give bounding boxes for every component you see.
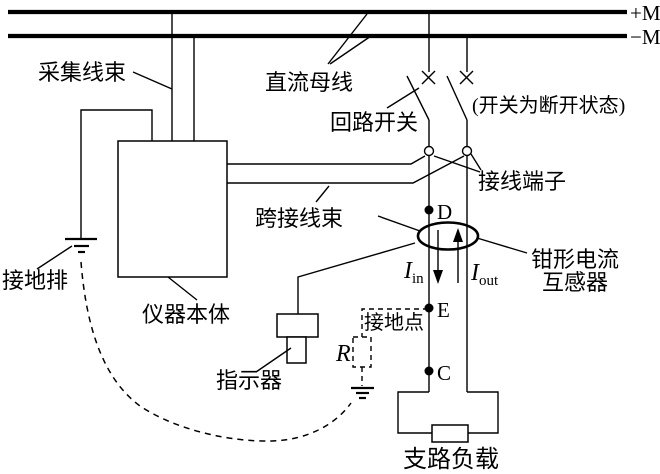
clamp-ct-jaw-ellipse xyxy=(416,221,480,251)
clamp-ct: 钳形电流 互感器 Iin Iout xyxy=(297,215,619,314)
loop-switch-label: 回路开关 xyxy=(330,110,418,135)
jumper-harness-label: 跨接线束 xyxy=(255,206,343,231)
dc-bus-leader-top xyxy=(327,13,368,65)
switch-state-note: (开关为断开状态) xyxy=(472,94,625,117)
collection-harness-leader xyxy=(132,71,173,90)
ground-point-label: 接地点 xyxy=(364,311,424,334)
clamp-ct-label-line1: 钳形电流 xyxy=(531,247,619,272)
terminal-label: 接线端子 xyxy=(478,169,566,194)
ground-equipotential-dashed-link xyxy=(80,261,352,442)
instrument-body-leader xyxy=(167,276,198,301)
dc-bus-leader-bottom xyxy=(329,35,372,65)
branch-load: 支路负载 xyxy=(397,391,499,473)
jumper-harness: 跨接线束 xyxy=(227,155,465,231)
instrument-body-box xyxy=(117,140,228,278)
indicator-label: 指示器 xyxy=(216,368,282,393)
dc-bus-bars: +M −M 直流母线 xyxy=(8,1,660,95)
current-in-label: Iin xyxy=(403,258,424,287)
collection-harness-label: 采集线束 xyxy=(38,60,126,85)
ground-bar-symbol xyxy=(65,237,97,254)
terminal-right-node xyxy=(461,145,473,157)
switch-left-contact-x-icon xyxy=(421,70,436,85)
clamp-cable-to-indicator xyxy=(297,242,416,314)
point-e-label: E xyxy=(437,298,450,322)
instrument-body: 仪器本体 xyxy=(117,140,230,327)
indicator-head-box xyxy=(276,313,319,338)
negative-bus-label: −M xyxy=(630,25,660,49)
instrument-ground-wire xyxy=(80,109,153,238)
branch-load-label: 支路负载 xyxy=(403,446,499,473)
instrument-body-label: 仪器本体 xyxy=(142,302,230,327)
switch-right-blade xyxy=(446,75,468,121)
branch-conductors: D E C xyxy=(424,155,468,392)
loop-switches: 回路开关 (开关为断开状态) xyxy=(330,14,625,146)
current-out-label: Iout xyxy=(470,260,499,289)
terminal-leader-right xyxy=(470,153,482,171)
clamp-handle-upper xyxy=(377,215,421,232)
ground-bar-leader xyxy=(36,245,73,270)
loop-switch-leader xyxy=(386,87,420,109)
branch-load-box xyxy=(431,424,469,443)
ground-point-symbol xyxy=(351,386,374,400)
resistor-dashed-box xyxy=(352,336,372,368)
point-c-label: C xyxy=(437,361,451,385)
ground-bar-branch: 接地排 xyxy=(2,109,352,442)
clamp-ct-label-line2: 互感器 xyxy=(542,270,608,295)
indicator-stem-box xyxy=(286,336,307,364)
jumper-wire-upper xyxy=(227,155,426,165)
point-c-dot xyxy=(424,366,434,376)
current-in-arrow-icon xyxy=(433,230,443,284)
positive-bus-label: +M xyxy=(630,1,660,25)
jumper-wire-lower xyxy=(227,155,465,184)
terminals: 接线端子 xyxy=(423,145,566,194)
indicator-leader xyxy=(255,347,292,373)
dc-bus-label: 直流母线 xyxy=(265,70,353,95)
collection-harness: 采集线束 xyxy=(38,14,195,141)
resistor-label: R xyxy=(335,341,351,367)
clamp-ct-leader xyxy=(476,237,528,254)
terminal-leader-left xyxy=(433,155,481,173)
point-d-dot xyxy=(424,205,434,215)
jumper-harness-leader xyxy=(315,185,330,203)
switch-left-blade xyxy=(406,75,430,121)
terminal-left-node xyxy=(423,145,435,157)
point-d-label: D xyxy=(437,200,452,224)
ground-bar-label: 接地排 xyxy=(2,268,68,293)
ground-point-dashed-link xyxy=(361,308,428,337)
current-out-arrow-icon xyxy=(453,228,463,283)
indicator: 指示器 xyxy=(216,313,319,393)
switch-right-contact-x-icon xyxy=(459,70,474,85)
ground-point-branch: 接地点 R xyxy=(335,308,428,400)
point-e-dot xyxy=(424,303,434,313)
